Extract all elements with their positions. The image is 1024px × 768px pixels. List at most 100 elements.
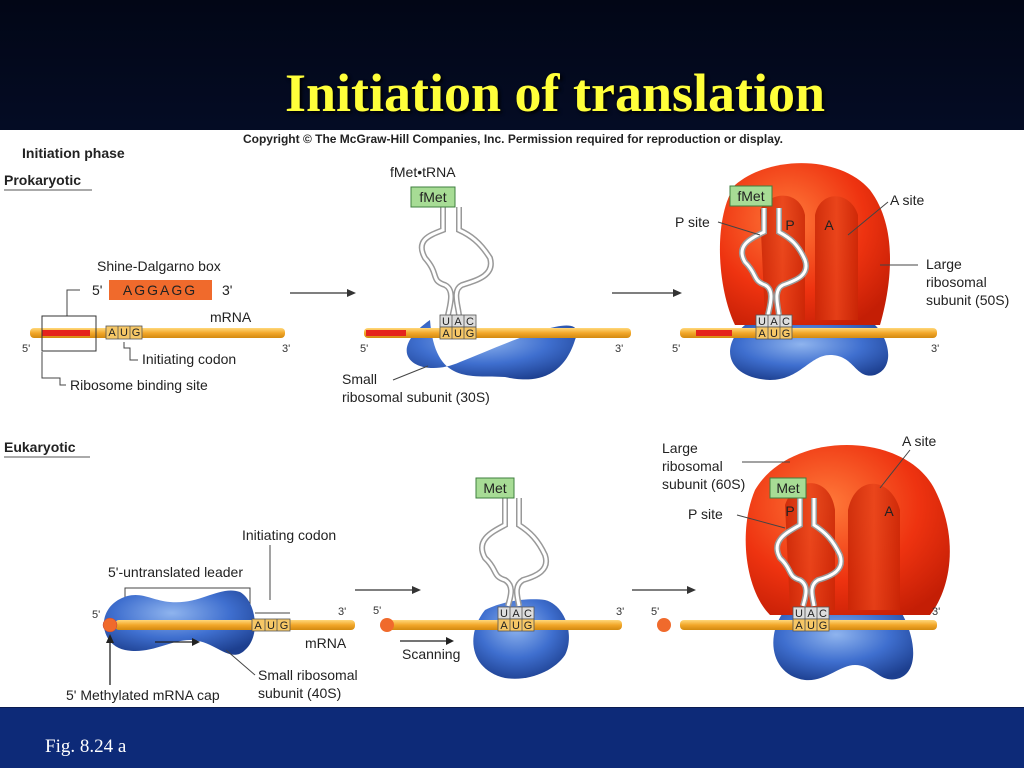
sd-site-red-3	[696, 330, 732, 336]
trna-pro2	[418, 207, 494, 316]
small-subunit-pointer-euk	[225, 649, 256, 676]
svg-text:A: A	[254, 620, 262, 632]
svg-text:U: U	[442, 316, 450, 328]
cap-pointer	[106, 634, 114, 685]
svg-text:U: U	[770, 328, 778, 340]
small-subunit-pointer	[392, 365, 429, 381]
euk1-5prime: 5'	[92, 609, 100, 621]
pro3-3prime: 3'	[931, 343, 939, 355]
svg-text:G: G	[132, 327, 141, 339]
scanning-label: Scanning	[402, 646, 460, 662]
start-codon-pro3: A U G	[755, 326, 793, 340]
svg-text:U: U	[758, 316, 766, 328]
pro3-5prime: 5'	[672, 343, 680, 355]
p-site-pointer-pro	[717, 221, 761, 236]
p-site-label-pro: P site	[675, 214, 710, 230]
p-site-pointer-euk	[736, 514, 786, 529]
svg-text:C: C	[466, 316, 474, 328]
fmet-label-pro2: fMet	[419, 189, 446, 205]
svg-text:A: A	[807, 608, 815, 620]
small-subunit-euk2	[473, 599, 569, 679]
large-subunit-euk-3: subunit (60S)	[662, 476, 745, 492]
arrow-pro-2	[612, 289, 682, 297]
large-subunit-euk-1: Large	[662, 440, 698, 456]
anticodon-pro3: U A C	[755, 314, 793, 328]
svg-text:A: A	[512, 608, 520, 620]
arrow-euk-1	[355, 586, 421, 594]
small-subunit-euk-2: subunit (40S)	[258, 685, 341, 701]
svg-text:G: G	[819, 620, 828, 632]
small-subunit-label-2: ribosomal subunit (30S)	[342, 389, 490, 405]
small-subunit-euk-1: Small ribosomal	[258, 667, 358, 683]
start-codon-euk1: A U G	[251, 618, 291, 632]
met-label-euk2: Met	[483, 480, 506, 496]
initiating-codon-line	[123, 342, 138, 361]
svg-text:C: C	[524, 608, 532, 620]
footer-bar	[0, 708, 1024, 768]
fmet-box-pro2	[410, 186, 456, 208]
a-site-label-pro: A site	[890, 192, 924, 208]
start-codon-pro1: A U G	[105, 325, 143, 340]
large-subunit-60s	[745, 445, 950, 615]
svg-text:G: G	[280, 620, 289, 632]
fmet-label-pro3: fMet	[737, 188, 764, 204]
leader-label: 5'-untranslated leader	[108, 564, 243, 580]
large-subunit-pro-1: Large	[926, 256, 962, 272]
a-site-pointer-euk	[879, 449, 911, 489]
p-site-label-euk: P site	[688, 506, 723, 522]
svg-text:U: U	[795, 608, 803, 620]
svg-text:A: A	[758, 328, 766, 340]
a-letter-euk3: A	[884, 503, 894, 519]
met-box-euk3	[769, 477, 807, 499]
svg-text:A: A	[442, 328, 450, 340]
eukaryotic-heading: Eukaryotic	[4, 439, 76, 455]
pro2-3prime: 3'	[615, 343, 623, 355]
ribosome-binding-site-label: Ribosome binding site	[70, 377, 208, 393]
a-site-label-euk: A site	[902, 433, 936, 449]
slide-title: Initiation of translation	[284, 63, 826, 123]
a-letter-pro3: A	[824, 217, 834, 233]
svg-text:U: U	[120, 327, 128, 339]
rbs-bracket-line	[41, 352, 66, 386]
small-subunit-label-1: Small	[342, 371, 377, 387]
svg-text:A: A	[108, 327, 116, 339]
a-site-pointer-pro	[847, 201, 889, 236]
mrna-cap-euk3	[657, 618, 671, 632]
mrna-label-euk: mRNA	[305, 635, 347, 651]
euk1-3prime: 3'	[338, 606, 346, 618]
euk3-5prime: 5'	[651, 606, 659, 618]
euk3-3prime: 3'	[932, 606, 940, 618]
svg-text:U: U	[454, 328, 462, 340]
svg-text:A: A	[770, 316, 778, 328]
svg-text:G: G	[524, 620, 533, 632]
svg-text:G: G	[782, 328, 791, 340]
start-codon-euk2: A U G	[497, 618, 535, 632]
sd-site-red-2	[366, 330, 406, 336]
pro1-3prime: 3'	[282, 343, 290, 355]
sd-site-box	[41, 315, 97, 352]
mrna-cap-euk1	[102, 617, 118, 633]
svg-text:U: U	[267, 620, 275, 632]
euk2-5prime: 5'	[373, 605, 381, 617]
large-subunit-pro-2: ribosomal	[926, 274, 987, 290]
met-box-euk2	[475, 477, 515, 499]
prokaryotic-heading: Prokaryotic	[4, 172, 81, 188]
svg-text:U: U	[807, 620, 815, 632]
mrna-strand-pro1	[30, 328, 285, 338]
a-site-groove-euk	[848, 483, 900, 610]
initiating-codon-label-euk: Initiating codon	[242, 527, 336, 543]
sd-3prime: 3'	[222, 282, 232, 298]
trna-euk3	[774, 498, 845, 607]
arrow-euk-2	[632, 586, 696, 594]
leader-bracket	[124, 587, 251, 613]
sd-bracket-line	[66, 289, 80, 316]
arrow-pro-1	[290, 289, 356, 297]
svg-text:A: A	[454, 316, 462, 328]
sd-sequence: AGGAGG	[123, 282, 197, 298]
fmet-box-pro3	[729, 185, 773, 207]
mrna-strand-euk1	[115, 620, 355, 630]
svg-text:U: U	[512, 620, 520, 632]
fmet-trna-label: fMet•tRNA	[390, 164, 456, 180]
sd-site-red	[42, 330, 90, 336]
anticodon-pro2: U A C	[439, 314, 477, 328]
